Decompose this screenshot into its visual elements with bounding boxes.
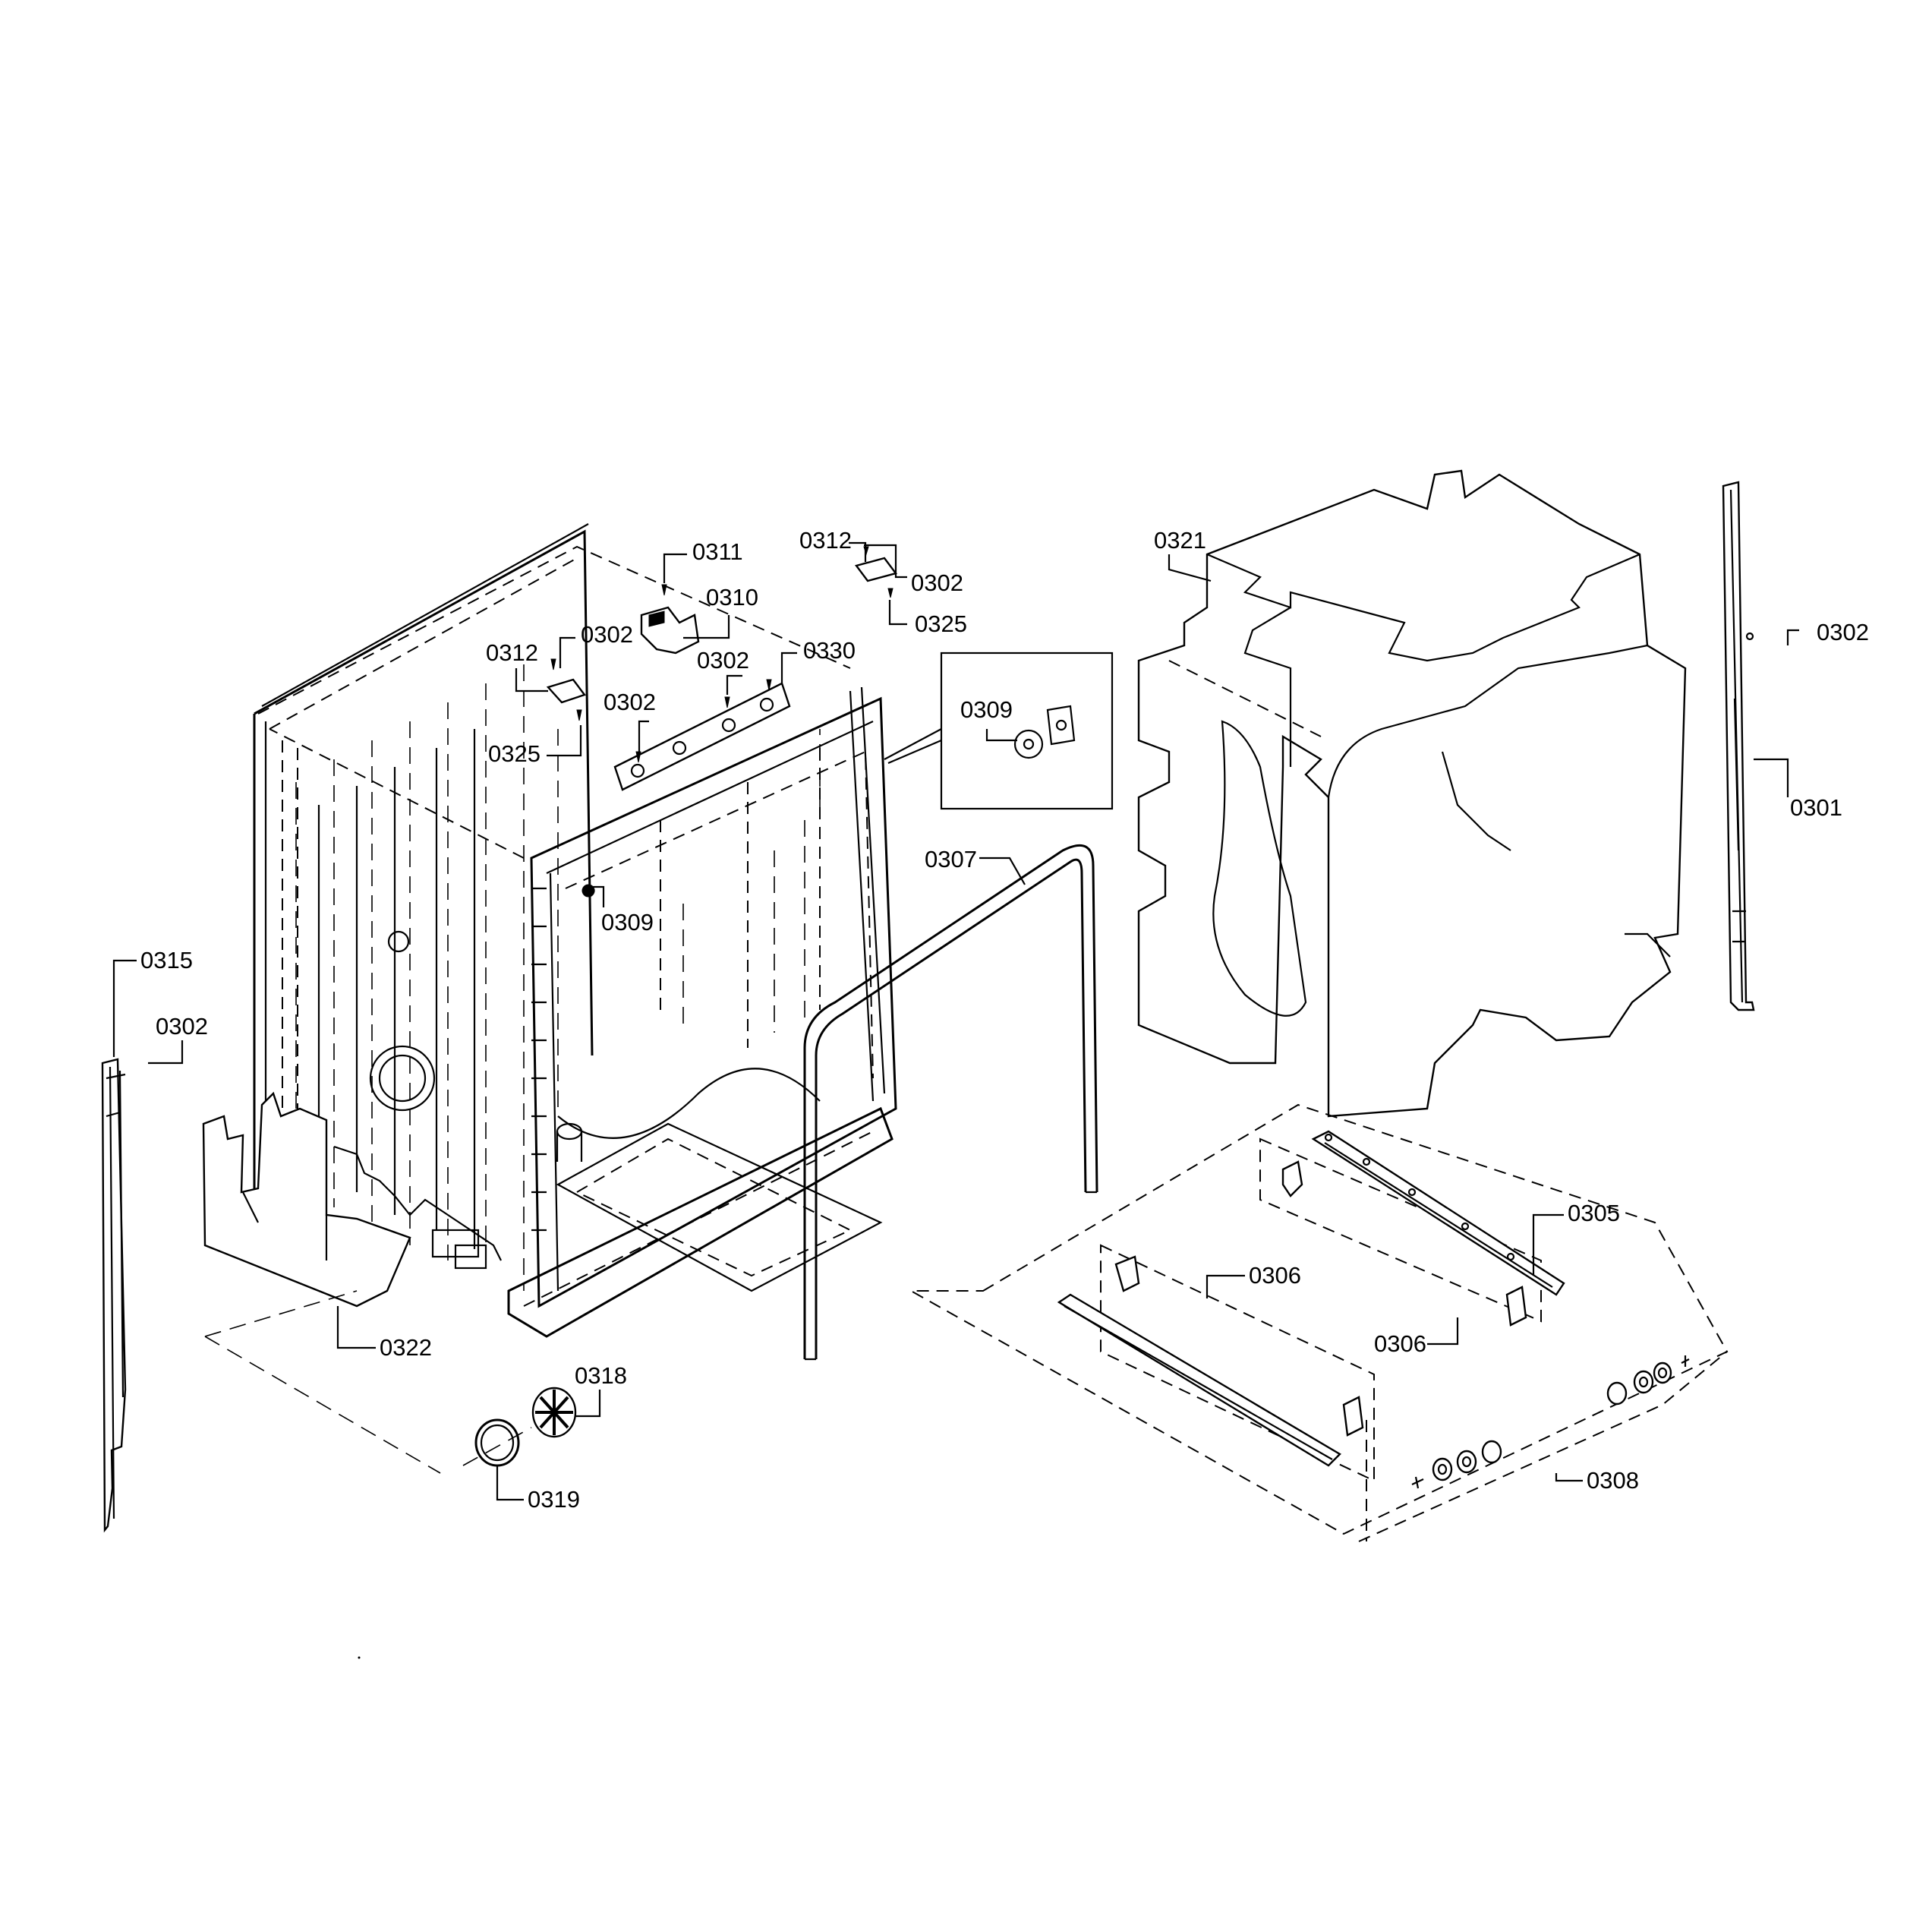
callout-0318: 0318 (575, 1362, 627, 1389)
part-0315-left-strip (101, 1058, 127, 1533)
callout-0302: 0302 (911, 569, 963, 596)
parts-0318-0319-seal-and-cap (474, 1387, 577, 1467)
callout-0321: 0321 (1154, 527, 1206, 554)
part-0322-side-insulation (202, 1091, 502, 1308)
part-0321-insulation-blanket (1137, 469, 1687, 1118)
callout-0302: 0302 (697, 647, 749, 674)
callout-0322: 0322 (380, 1334, 432, 1361)
part-0307-door-gasket (803, 844, 1098, 1361)
leader-lines (112, 541, 1799, 1501)
callout-0307: 0307 (925, 846, 977, 872)
callout-0302: 0302 (1817, 619, 1869, 645)
callout-0309: 0309 (601, 909, 654, 935)
callout-0301: 0301 (1790, 794, 1842, 821)
callout-0311: 0311 (692, 538, 743, 565)
callout-0325: 0325 (488, 740, 541, 767)
callout-0306: 0306 (1374, 1330, 1426, 1357)
callout-labels: 0311 0310 0312 0302 0325 0302 0330 0302 … (140, 527, 1869, 1513)
callout-0305: 0305 (1568, 1200, 1620, 1226)
part-0301-right-strip (1722, 481, 1755, 1011)
callout-0330: 0330 (803, 637, 856, 664)
part-0309-detail-box (884, 652, 1114, 810)
callout-0325: 0325 (915, 611, 967, 637)
callout-0302: 0302 (581, 621, 633, 648)
callout-0312: 0312 (486, 639, 538, 666)
lower-hinge-kit (908, 1103, 1729, 1542)
callout-0312: 0312 (799, 527, 852, 554)
callout-0302: 0302 (604, 689, 656, 715)
top-mounting-hardware (546, 546, 898, 898)
dishwasher-tub (253, 523, 897, 1338)
callout-0306: 0306 (1249, 1262, 1301, 1289)
callout-0315: 0315 (140, 947, 193, 973)
callout-0308: 0308 (1587, 1467, 1639, 1494)
callout-0302: 0302 (156, 1013, 208, 1040)
callout-0310: 0310 (706, 584, 758, 611)
stray-dot (358, 1656, 361, 1659)
callout-0319: 0319 (528, 1486, 580, 1513)
callout-0309: 0309 (960, 696, 1013, 723)
